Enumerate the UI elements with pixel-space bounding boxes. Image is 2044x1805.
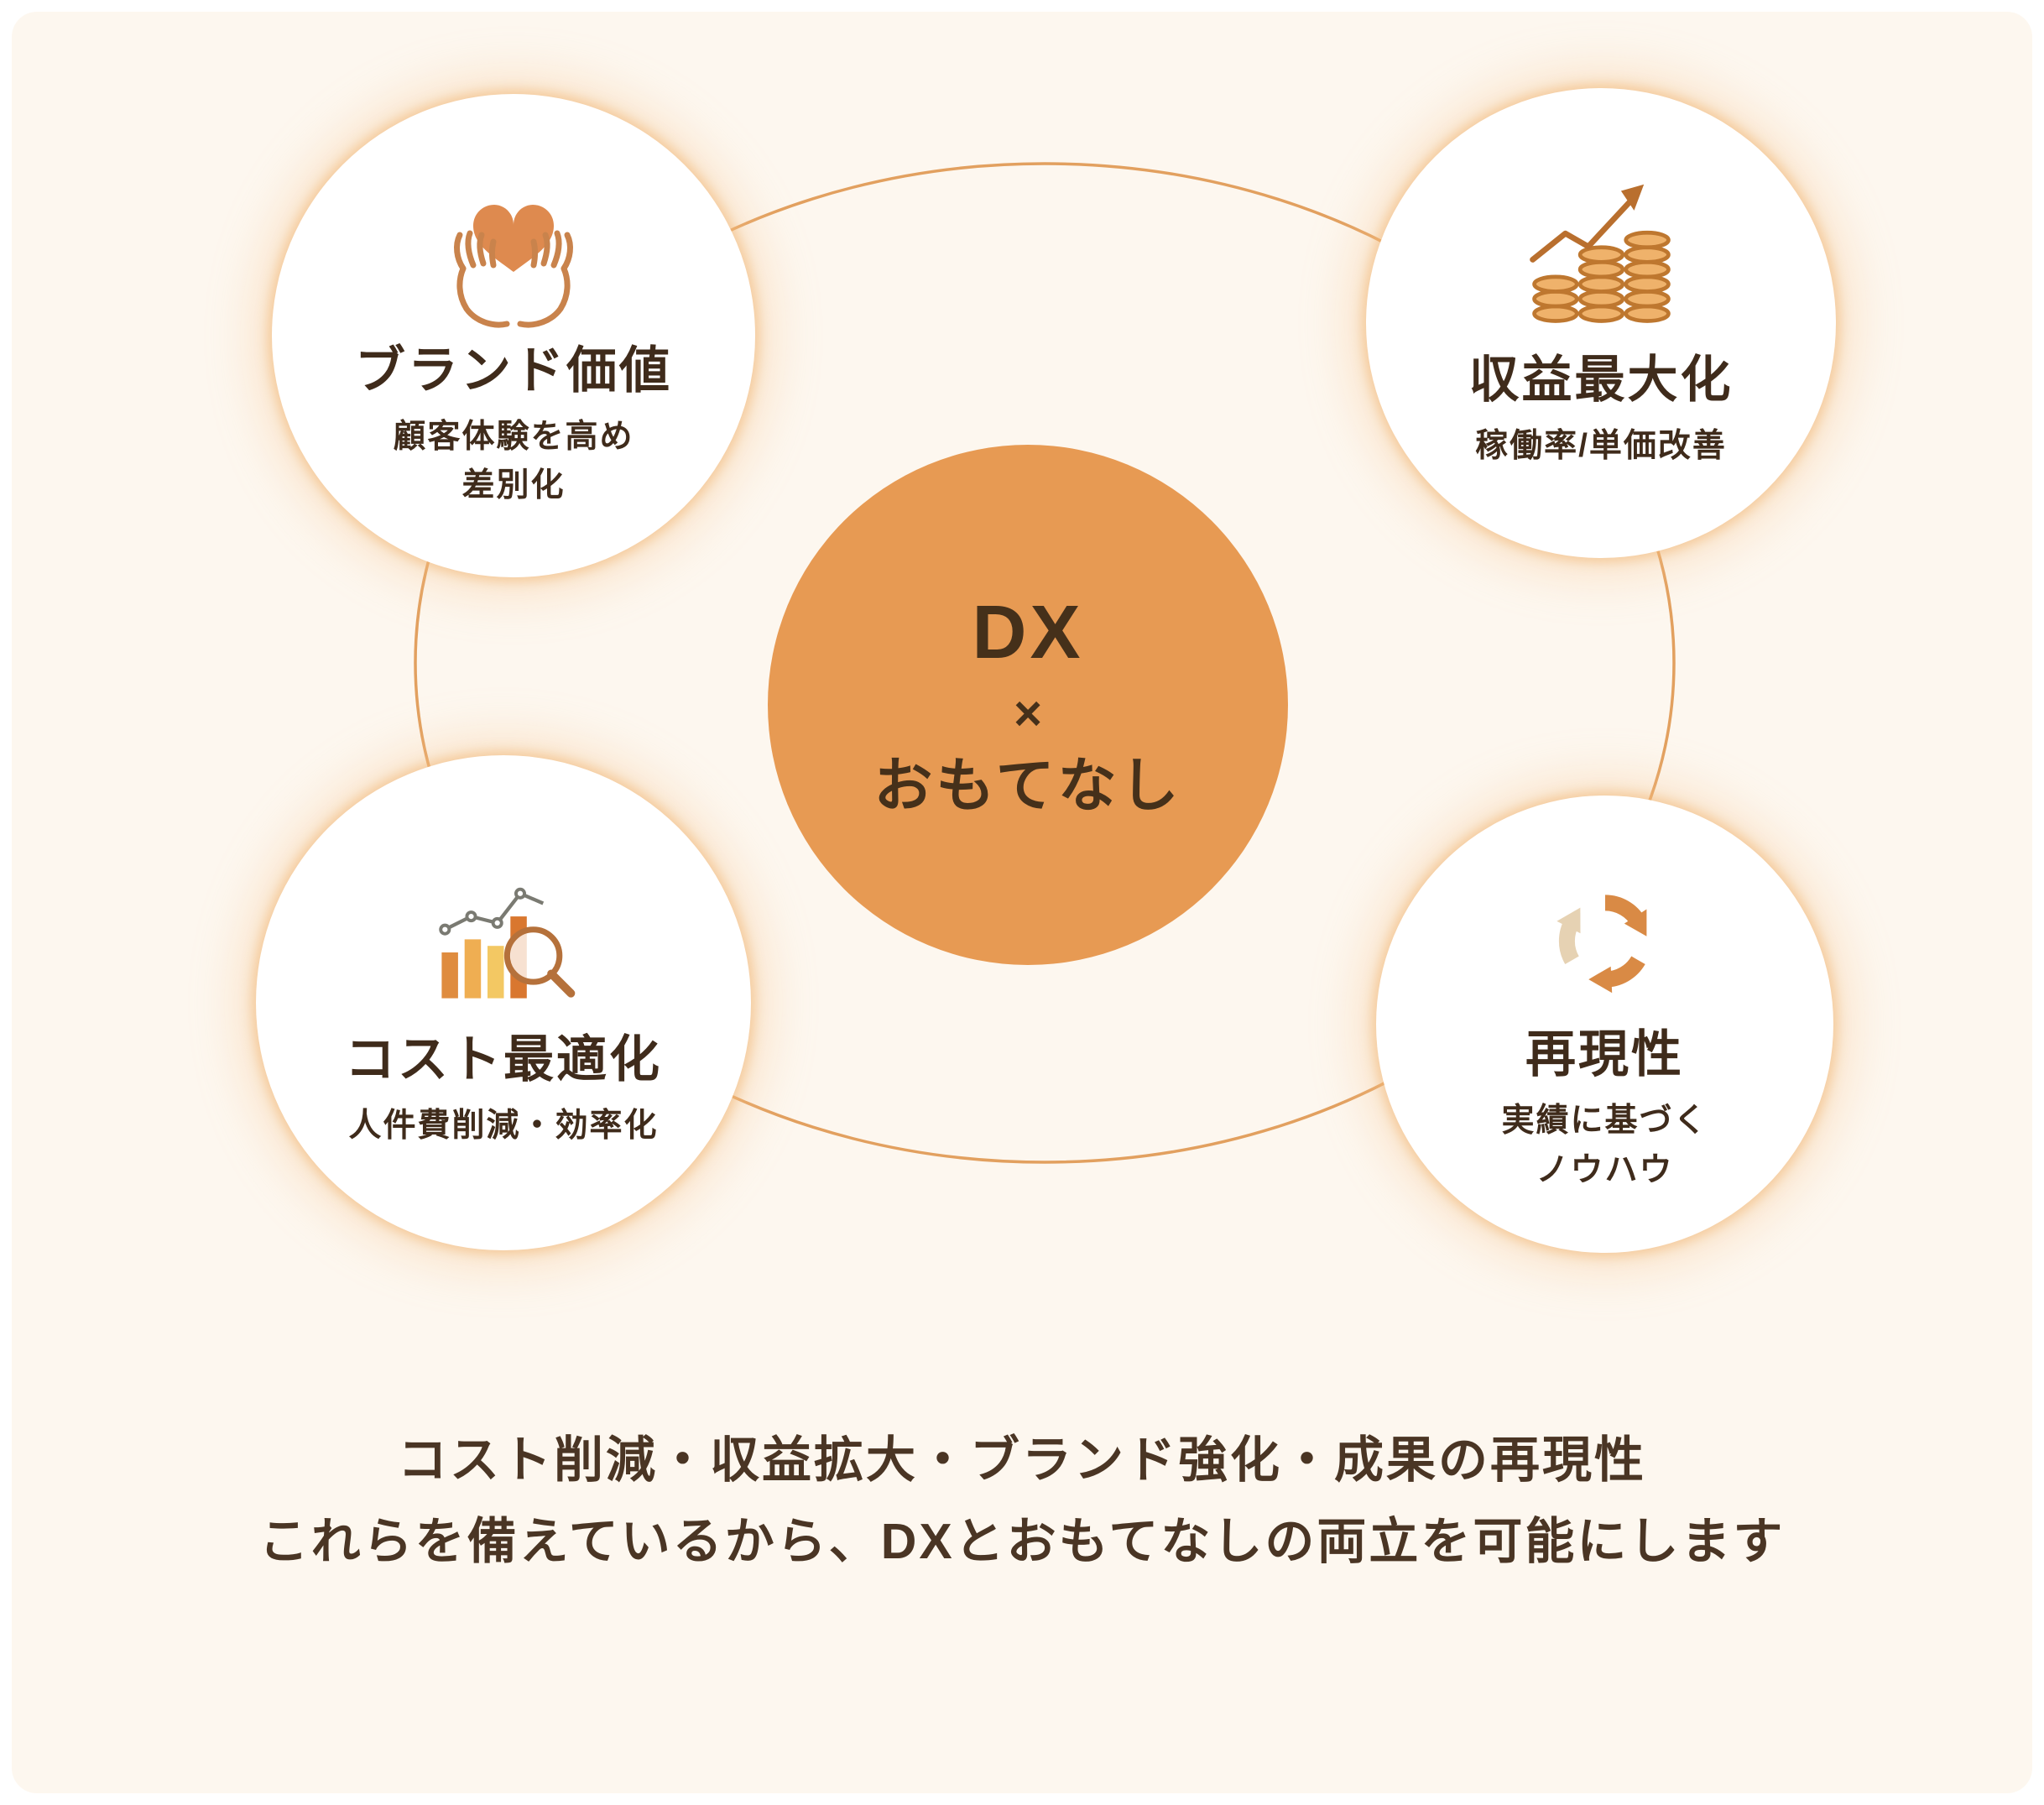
subtitle-line: 差別化 [461,467,566,503]
node-title: ブランド価値 [355,342,672,399]
summary-line-1: コスト削減・収益拡大・ブランド強化・成果の再現性 [397,1432,1646,1488]
node-title: コスト最適化 [345,1031,662,1088]
node-revenue-maximization: 収益最大化 稼働率/単価改善 [1366,88,1836,558]
node-subtitle: 人件費削減・効率化 [348,1102,658,1151]
center-dx-omotenashi-circle: DX × おもてなし [768,445,1288,965]
center-label-dx: DX [972,591,1084,675]
heart-in-hands-icon [430,161,597,329]
node-reproducibility: 再現性 実績に基づく ノウハウ [1376,796,1833,1253]
subtitle-line: 顧客体験を高め [393,418,634,455]
node-subtitle: 実績に基づく ノウハウ [1501,1097,1708,1195]
node-cost-optimization: コスト最適化 人件費削減・効率化 [256,755,751,1250]
subtitle-line: 人件費削減・効率化 [348,1108,659,1145]
subtitle-line: ノウハウ [1536,1151,1674,1188]
summary-text: コスト削減・収益拡大・ブランド強化・成果の再現性 これらを備えているから、DXと… [0,1420,2044,1583]
node-title: 再現性 [1525,1026,1684,1082]
recycle-arrows-icon [1525,853,1685,1013]
node-brand-value: ブランド価値 顧客体験を高め 差別化 [272,94,755,577]
node-title: 収益最大化 [1468,352,1734,409]
center-label-cross: × [1014,686,1042,741]
summary-line-2: これらを備えているから、DXとおもてなしの両立を可能にします [258,1514,1786,1570]
subtitle-line: 稼働率/単価改善 [1475,428,1727,465]
node-subtitle: 稼働率/単価改善 [1475,422,1727,472]
subtitle-line: 実績に基づく [1501,1103,1708,1139]
coins-growth-icon [1520,175,1683,338]
bar-chart-magnifier-icon [422,854,586,1018]
center-label-omotenashi: おもてなし [873,753,1182,818]
node-subtitle: 顧客体験を高め 差別化 [393,413,634,511]
